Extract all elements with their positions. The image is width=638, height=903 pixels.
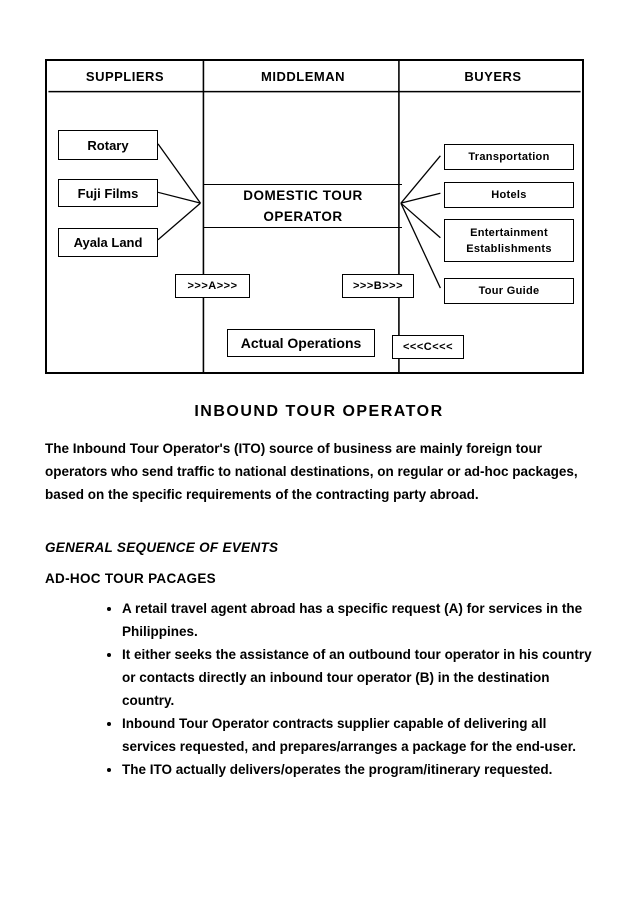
bullet-item-4: The ITO actually delivers/operates the p… bbox=[122, 758, 592, 781]
buyer-box-transportation: Transportation bbox=[444, 144, 574, 170]
domestic-tour-operator-box: DOMESTIC TOUR OPERATOR bbox=[204, 184, 402, 228]
page-title: INBOUND TOUR OPERATOR bbox=[194, 403, 444, 420]
bullet-list: A retail travel agent abroad has a speci… bbox=[45, 597, 592, 781]
buyer-box-tour-guide: Tour Guide bbox=[444, 278, 574, 304]
supplier-box-ayala-land: Ayala Land bbox=[58, 228, 158, 257]
bullet-item-1: A retail travel agent abroad has a speci… bbox=[122, 597, 592, 643]
distribution-channel-diagram: SUPPLIERS MIDDLEMAN BUYERS Rotary Fuji F… bbox=[45, 59, 584, 374]
column-header-suppliers: SUPPLIERS bbox=[85, 69, 165, 84]
actual-operations-box: Actual Operations bbox=[227, 329, 375, 357]
column-header-buyers: BUYERS bbox=[464, 69, 522, 84]
column-header-middleman: MIDDLEMAN bbox=[261, 69, 345, 84]
flow-label-c: <<<C<<< bbox=[392, 335, 464, 359]
bullet-item-3: Inbound Tour Operator contracts supplier… bbox=[122, 712, 592, 758]
subsection-heading-ad-hoc: AD-HOC TOUR PACAGES bbox=[45, 571, 216, 586]
supplier-box-rotary: Rotary bbox=[58, 130, 158, 160]
flow-label-a: >>>A>>> bbox=[175, 274, 250, 298]
flow-label-b: >>>B>>> bbox=[342, 274, 414, 298]
bullet-item-2: It either seeks the assistance of an out… bbox=[122, 643, 592, 712]
connector-lines bbox=[48, 61, 581, 372]
buyer-box-entertainment-establishments: Entertainment Establishments bbox=[444, 219, 574, 262]
supplier-box-fuji-films: Fuji Films bbox=[58, 179, 158, 207]
section-heading-general-sequence: GENERAL SEQUENCE OF EVENTS bbox=[45, 540, 279, 555]
operator-line-2: OPERATOR bbox=[263, 209, 343, 224]
operator-line-1: DOMESTIC TOUR bbox=[243, 188, 363, 203]
intro-paragraph: The Inbound Tour Operator's (ITO) source… bbox=[45, 441, 578, 502]
buyer-box-hotels: Hotels bbox=[444, 182, 574, 208]
